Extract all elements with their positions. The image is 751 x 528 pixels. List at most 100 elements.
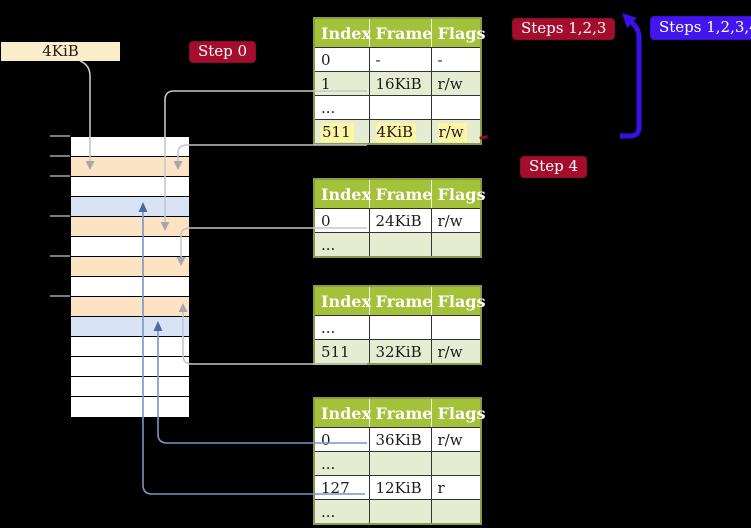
cell-text: r/w xyxy=(437,430,463,449)
column-header-index: Index xyxy=(314,179,371,209)
table-header-row: Index Frame Flags xyxy=(314,18,486,48)
cell-frame: 4KiB xyxy=(368,119,432,145)
cell-text: ... xyxy=(321,502,336,521)
table-header-row: Index Frame Flags xyxy=(314,179,486,209)
memory-row-4 xyxy=(71,197,189,217)
memory-row-8 xyxy=(71,277,189,297)
cell-frame: 32KiB xyxy=(368,339,432,365)
cell-text: 127 xyxy=(321,478,350,497)
table-row: ... xyxy=(313,499,482,525)
address-tick xyxy=(50,295,70,297)
cell-text: ... xyxy=(321,98,336,117)
table-row: ... xyxy=(313,451,482,476)
cell-text: 0 xyxy=(321,430,331,449)
column-header-frame: Frame xyxy=(368,18,432,48)
cell-flags xyxy=(430,499,482,525)
memory-row-2 xyxy=(71,157,189,177)
cell-frame xyxy=(368,451,432,476)
column-header-index: Index xyxy=(314,398,371,428)
table-header-row: Index Frame Flags xyxy=(314,286,486,316)
cell-index: 1 xyxy=(313,71,370,96)
cell-flags xyxy=(430,232,482,258)
cell-text: 0 xyxy=(321,211,331,230)
column-header-flags: Flags xyxy=(430,398,486,428)
cell-text: 0 xyxy=(321,50,331,69)
cell-frame xyxy=(368,232,432,258)
badge-step-0: Step 0 xyxy=(189,41,257,63)
arrow-l4entry511-to-4kib xyxy=(177,144,367,161)
memory-row-5 xyxy=(71,217,189,237)
cell-text: 511 xyxy=(321,122,354,142)
cell-flags xyxy=(430,451,482,476)
cell-flags: r xyxy=(430,475,482,500)
cell-text: r/w xyxy=(437,122,467,142)
table-row: ... xyxy=(313,232,482,258)
table-row: 511 32KiB r/w xyxy=(313,339,482,365)
cell-text: r/w xyxy=(437,342,463,361)
badge-steps-1-2-3: Steps 1,2,3 xyxy=(512,18,616,40)
cell-text: 24KiB xyxy=(375,211,422,230)
cell-index: 0 xyxy=(313,208,370,233)
cell-index: ... xyxy=(313,232,370,258)
cell-flags xyxy=(430,315,482,340)
address-tick xyxy=(50,255,70,257)
column-header-frame: Frame xyxy=(368,179,432,209)
cell-text: - xyxy=(437,50,443,69)
cell-frame xyxy=(368,315,432,340)
cell-text: 16KiB xyxy=(375,74,422,93)
frame-size-box: 4KiB xyxy=(1,42,120,61)
column-header-flags: Flags xyxy=(430,179,486,209)
arrow-steps-loop xyxy=(620,20,642,139)
table-row: ... xyxy=(313,95,482,120)
page-table-level3: Index Frame Flags 0 24KiB r/w ... xyxy=(313,178,486,258)
memory-row-3 xyxy=(71,177,189,197)
badge-steps-1-2-3-4: Steps 1,2,3,4 xyxy=(650,16,751,40)
cell-index: 127 xyxy=(313,475,370,500)
arrowhead-steps-loop xyxy=(622,13,637,28)
memory-row-11 xyxy=(71,337,189,357)
cell-text: 4KiB xyxy=(375,122,417,142)
address-tick xyxy=(50,155,70,157)
physical-memory-column xyxy=(70,136,190,418)
cell-frame: 12KiB xyxy=(368,475,432,500)
address-tick xyxy=(50,215,70,217)
table-row: 0 36KiB r/w xyxy=(313,427,482,452)
column-header-flags: Flags xyxy=(430,18,486,48)
column-header-index: Index xyxy=(314,18,371,48)
page-table-level2: Index Frame Flags ... 511 32KiB r/w xyxy=(313,285,486,365)
memory-row-9 xyxy=(71,297,189,317)
memory-row-1 xyxy=(71,137,189,157)
cell-text: ... xyxy=(321,318,336,337)
column-header-flags: Flags xyxy=(430,286,486,316)
table-row: 511 4KiB r/w xyxy=(313,119,482,145)
column-header-index: Index xyxy=(314,286,371,316)
address-tick xyxy=(50,175,70,177)
badge-step-4: Step 4 xyxy=(520,156,588,178)
cell-index: ... xyxy=(313,451,370,476)
cell-frame xyxy=(368,499,432,525)
table-row: 0 - - xyxy=(313,47,482,72)
cell-flags: r/w xyxy=(430,427,482,452)
cell-frame: 36KiB xyxy=(368,427,432,452)
cell-text: 36KiB xyxy=(375,430,422,449)
cell-flags: r/w xyxy=(430,208,482,233)
cell-index: 511 xyxy=(313,119,370,145)
cell-text: ... xyxy=(321,235,336,254)
table-row: 0 24KiB r/w xyxy=(313,208,482,233)
address-tick xyxy=(50,135,70,137)
table-row: ... xyxy=(313,315,482,340)
cell-text: 1 xyxy=(321,74,331,93)
cell-flags: r/w xyxy=(430,339,482,365)
table-row: 127 12KiB r xyxy=(313,475,482,500)
cell-index: ... xyxy=(313,315,370,340)
page-table-level4: Index Frame Flags 0 - - 1 16KiB r/w ... xyxy=(313,17,486,145)
column-header-frame: Frame xyxy=(368,286,432,316)
cell-index: 0 xyxy=(313,427,370,452)
cell-text: r xyxy=(437,478,445,497)
cell-text: r/w xyxy=(437,74,463,93)
memory-row-10 xyxy=(71,317,189,337)
cell-text: 511 xyxy=(321,342,350,361)
cell-index: 511 xyxy=(313,339,370,365)
cell-frame: - xyxy=(368,47,432,72)
